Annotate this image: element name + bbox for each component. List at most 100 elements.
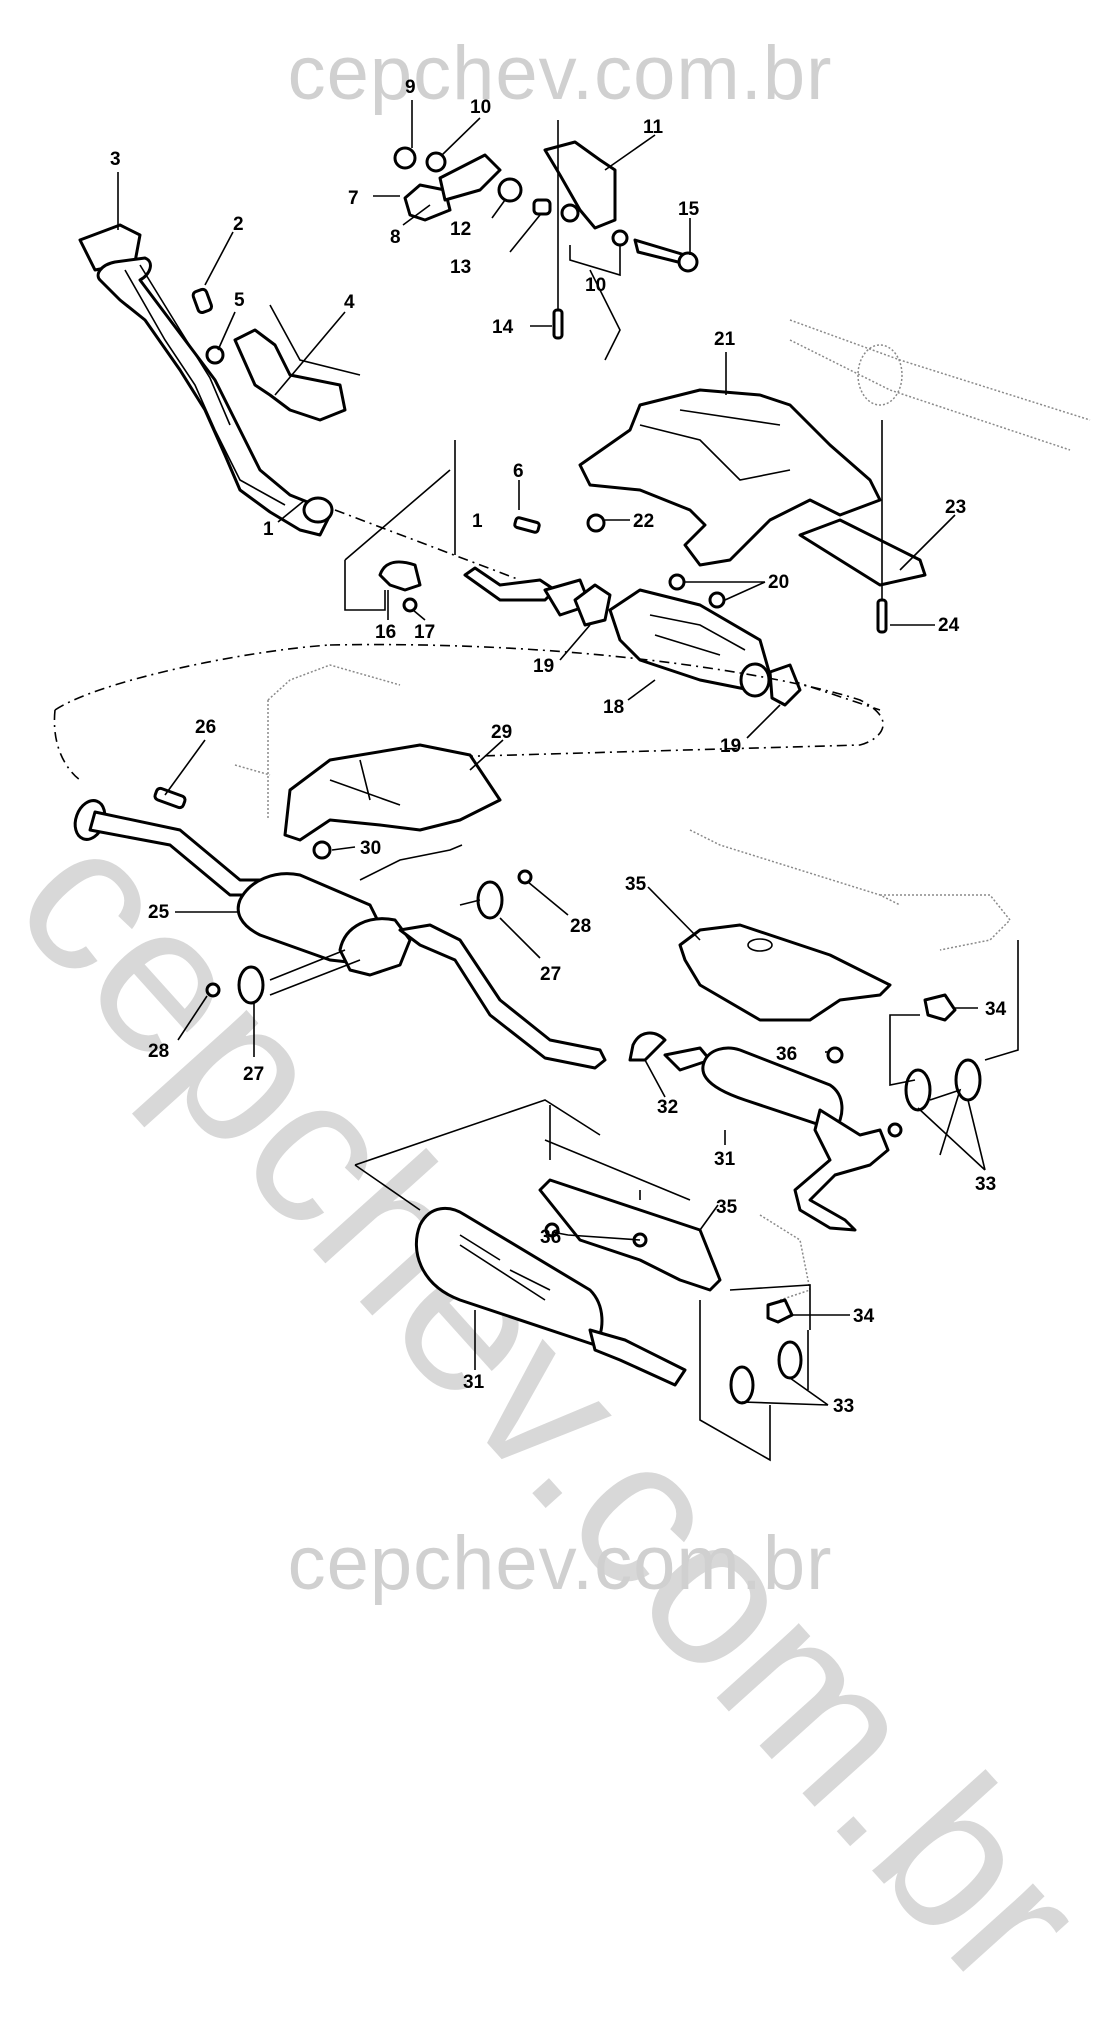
callout-17: 17 — [414, 622, 435, 643]
callout-36b: 36 — [540, 1227, 561, 1248]
leader-lines — [117, 100, 986, 1406]
watermark-bottom: cepchev.com.br — [287, 1521, 833, 1606]
front-pipe-body — [96, 256, 332, 537]
diagram-canvas: cepchev.com.br cepchev.com.br cepchev.co… — [0, 31, 1120, 2029]
callout-35b: 35 — [716, 1197, 738, 1218]
callout-33a: 33 — [975, 1174, 996, 1195]
callout-1b: 1 — [472, 511, 483, 532]
callout-35a: 35 — [625, 874, 647, 895]
heat-shield-21 — [578, 269, 882, 567]
nut-36a — [826, 1046, 844, 1064]
hanger-33d — [777, 1340, 803, 1380]
callout-2: 2 — [233, 214, 244, 235]
hanger-27a — [476, 880, 504, 920]
callout-30: 30 — [360, 838, 381, 859]
callout-15: 15 — [678, 199, 700, 220]
nut-30 — [312, 840, 332, 860]
hanger-33a — [904, 1068, 932, 1112]
driveshaft-ghost — [789, 319, 1091, 451]
callout-19a: 19 — [533, 656, 554, 677]
callout-25: 25 — [148, 902, 170, 923]
callout-36a: 36 — [776, 1044, 797, 1065]
nut-5 — [205, 345, 225, 365]
hanger-27b — [237, 965, 265, 1005]
callout-7: 7 — [348, 188, 359, 209]
callout-13: 13 — [450, 257, 471, 278]
nut-20a — [668, 573, 686, 591]
muffler-31a — [701, 1046, 844, 1132]
heat-shield-23 — [798, 518, 927, 587]
floor-ghost-35 — [689, 829, 1012, 951]
callout-34a: 34 — [985, 999, 1007, 1020]
gasket-19a — [573, 583, 612, 627]
callout-10b: 10 — [585, 275, 606, 296]
bushing-12 — [497, 177, 523, 203]
bolt-24 — [876, 598, 888, 634]
parts-diagram: 3 2 5 4 1 1 6 7 8 9 10 10 11 12 13 14 15… — [53, 77, 1091, 1462]
clamp-7 — [403, 183, 452, 222]
floor-ghost-29 — [234, 664, 401, 820]
gasket-19b — [768, 663, 802, 707]
callout-14: 14 — [492, 317, 514, 338]
nut-17 — [402, 597, 418, 613]
converter-rear-flange — [739, 662, 771, 698]
callout-4: 4 — [344, 292, 355, 313]
callout-10a: 10 — [470, 97, 491, 118]
tailpipe-31b — [588, 1328, 687, 1387]
watermark-top: cepchev.com.br — [287, 31, 833, 116]
callout-3: 3 — [110, 149, 121, 170]
callout-11: 11 — [643, 117, 664, 138]
tailpipe-31a — [793, 1108, 890, 1232]
callout-18: 18 — [603, 697, 624, 718]
callout-31a: 31 — [714, 1149, 736, 1170]
callouts: 3 2 5 4 1 1 6 7 8 9 10 10 11 12 13 14 15… — [110, 77, 1007, 1417]
heat-shield-35a — [678, 923, 892, 1022]
callout-27b: 27 — [243, 1064, 264, 1085]
gasket-32 — [628, 1031, 667, 1062]
nut-22 — [586, 513, 606, 533]
bracket-11 — [543, 140, 617, 230]
callout-5: 5 — [234, 290, 245, 311]
clamp-16 — [378, 560, 422, 592]
callout-26: 26 — [195, 717, 216, 738]
bracket-plate — [438, 153, 502, 202]
bolt-6 — [513, 516, 541, 534]
callout-23: 23 — [945, 497, 966, 518]
callout-16: 16 — [375, 622, 396, 643]
bolt-14 — [552, 308, 564, 340]
manifold-flange — [78, 223, 142, 272]
hanger-bracket-34a — [923, 993, 957, 1022]
sleeve-13 — [532, 198, 552, 216]
bracket-group — [393, 120, 699, 340]
intermediate-pipe-25 — [73, 799, 607, 1070]
pipe-25-tail — [398, 923, 607, 1070]
callout-32: 32 — [657, 1097, 678, 1118]
callout-33b: 33 — [833, 1396, 854, 1417]
pipe-section-1 — [463, 566, 557, 602]
callout-34b: 34 — [853, 1306, 875, 1327]
callout-9: 9 — [405, 77, 416, 98]
callout-22: 22 — [633, 511, 654, 532]
bolt-26 — [153, 786, 187, 810]
callout-6: 6 — [513, 461, 524, 482]
washer-10b — [560, 203, 580, 223]
callout-21: 21 — [714, 329, 736, 350]
callout-20: 20 — [768, 572, 789, 593]
callout-31b: 31 — [463, 1372, 485, 1393]
section-outline — [53, 643, 884, 781]
callout-19b: 19 — [720, 736, 741, 757]
callout-28b: 28 — [148, 1041, 169, 1062]
callout-1a: 1 — [263, 519, 274, 540]
front-pipe-clamp — [302, 496, 334, 524]
washer-28b — [205, 982, 221, 998]
hanger-33c — [729, 1365, 755, 1405]
heat-shield-29 — [283, 743, 502, 842]
callout-24: 24 — [938, 615, 960, 636]
heat-bracket-4 — [233, 304, 361, 422]
callout-27a: 27 — [540, 964, 561, 985]
hanger-bracket-34b — [766, 1298, 794, 1324]
callout-28a: 28 — [570, 916, 591, 937]
nut-20b — [708, 591, 726, 609]
front-pipe — [78, 223, 334, 537]
bolt-2 — [191, 287, 214, 315]
